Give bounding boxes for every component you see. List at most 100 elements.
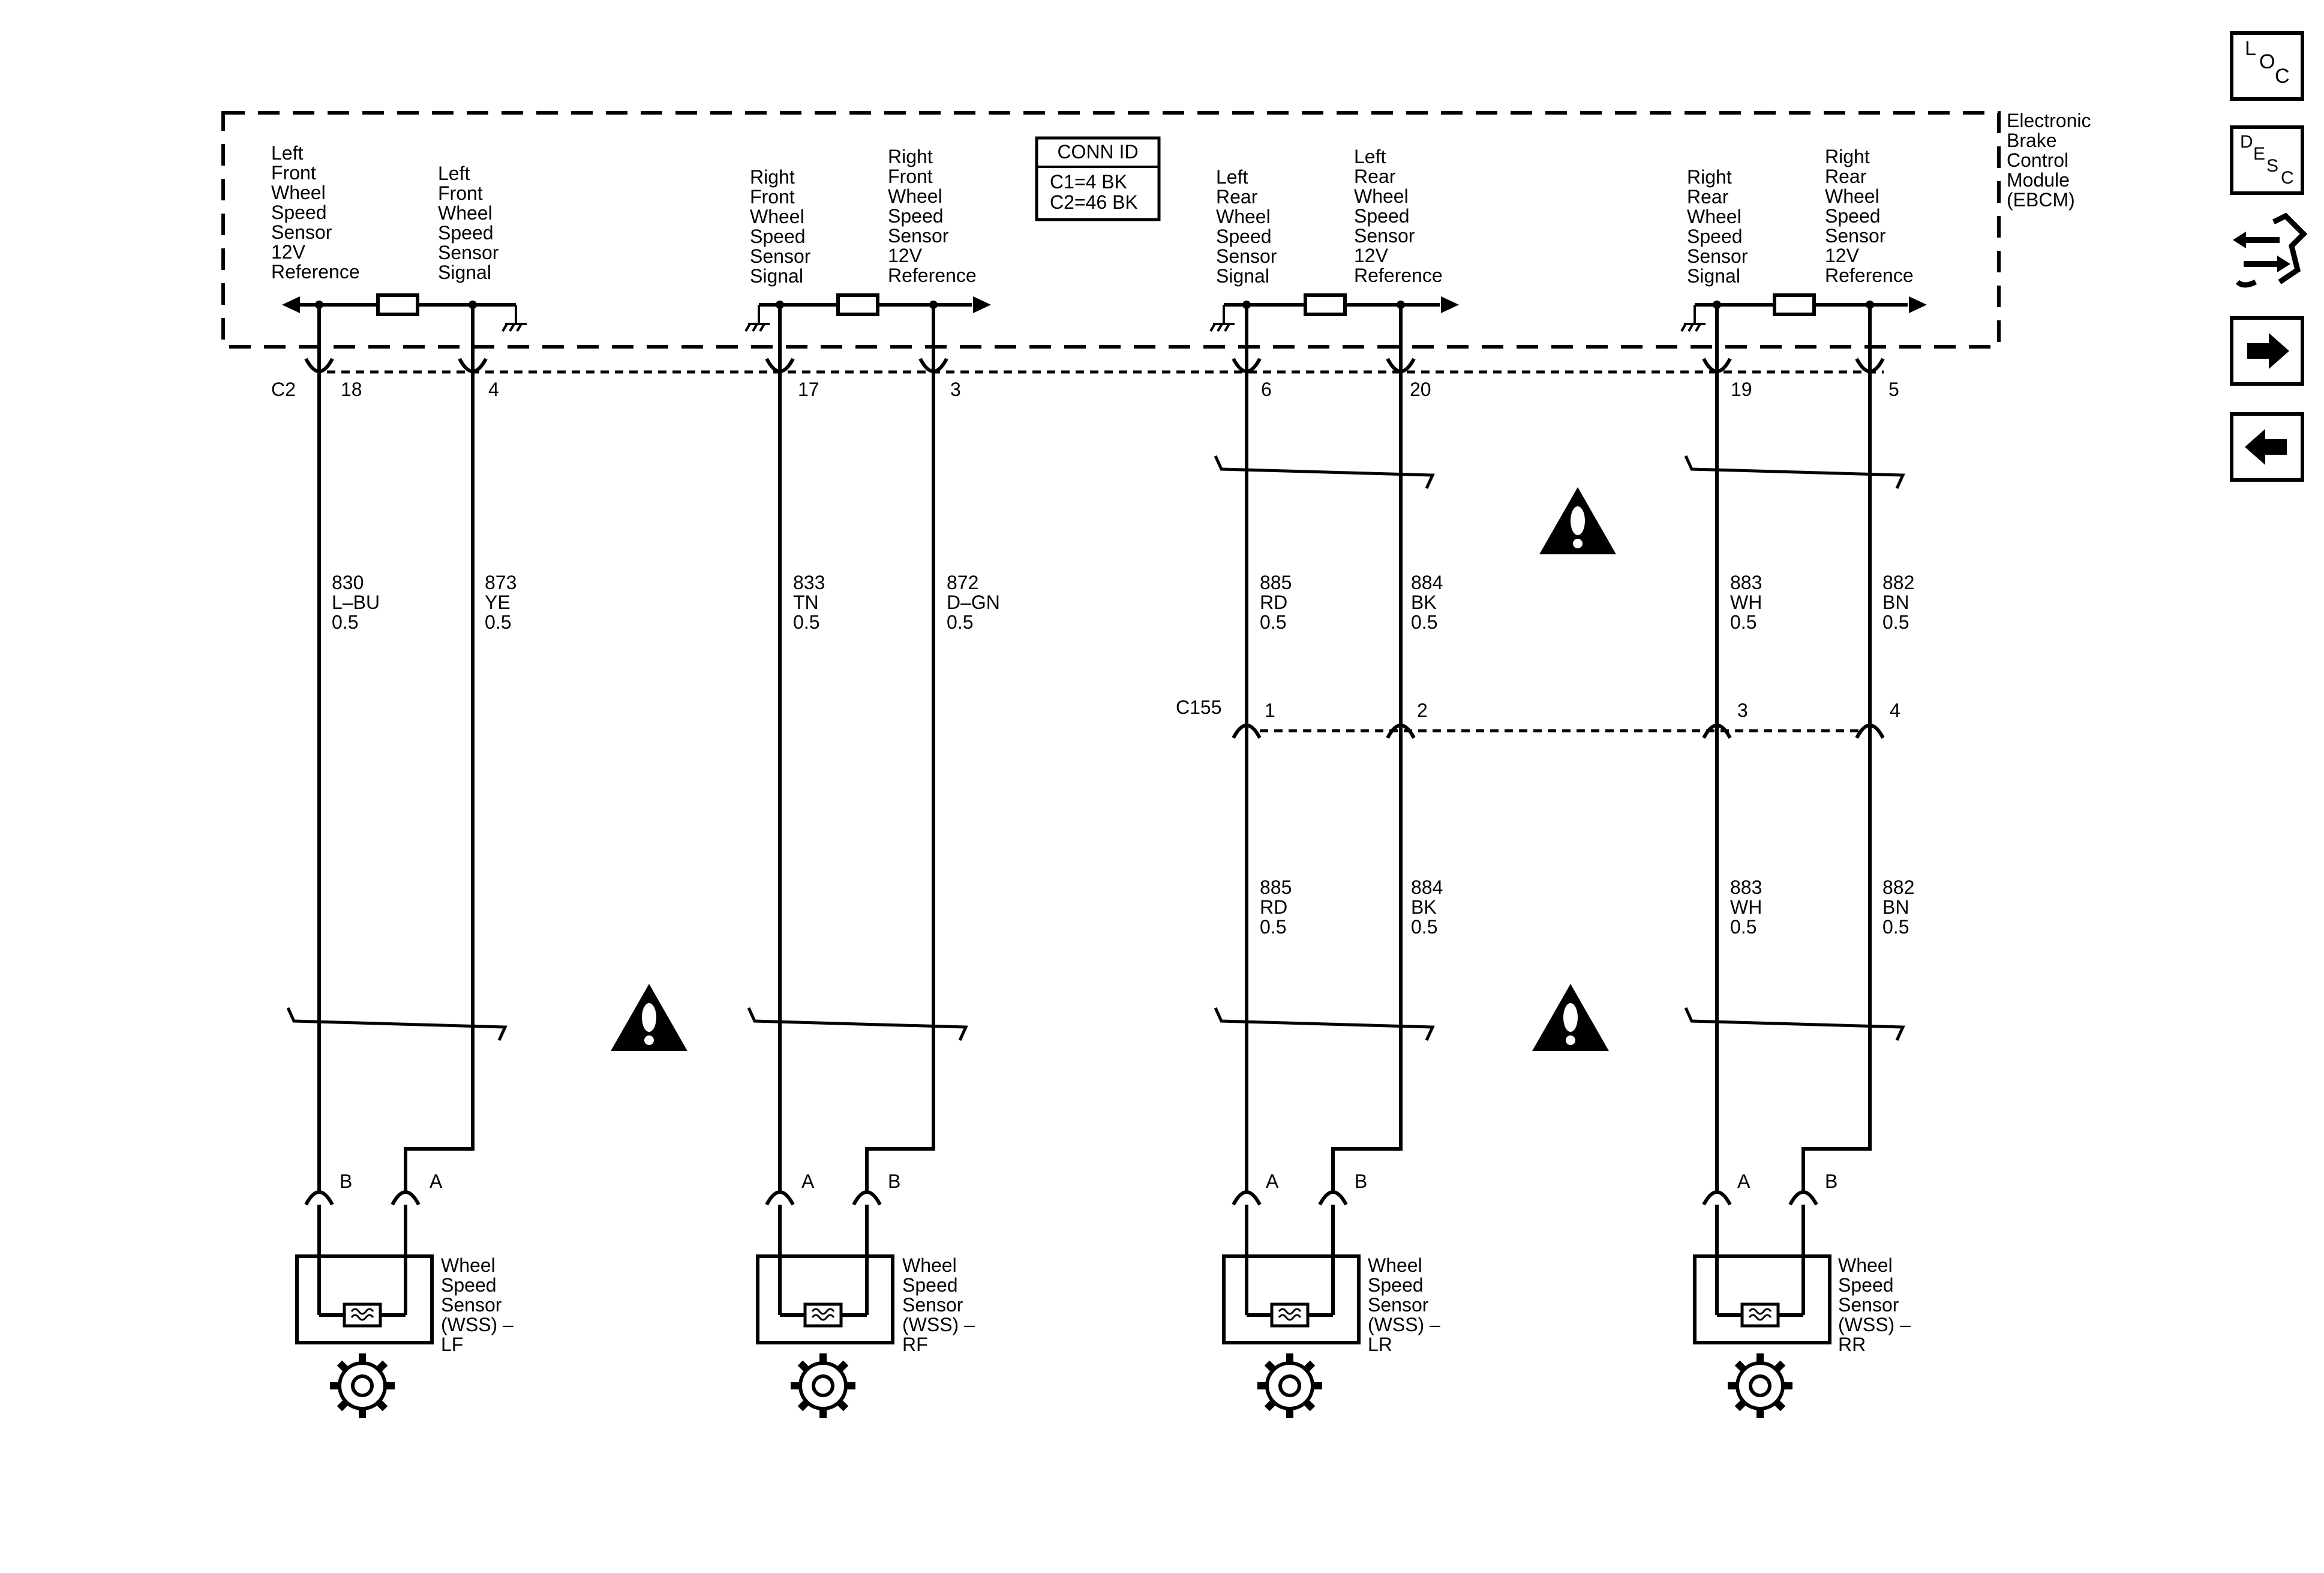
circuit-label-lr-reference: Left Rear Wheel Speed Sensor 12V Referen… <box>1354 146 1443 286</box>
wire-833-label: 833 TN 0.5 <box>793 572 830 633</box>
ground-icon <box>1680 305 1706 332</box>
wire-labels-lower: 885 RD 0.5 884 BK 0.5 883 WH 0.5 882 BN … <box>1260 876 1920 938</box>
wire-882-label-upper: 882 BN 0.5 <box>1882 572 1920 633</box>
circuit-label-rr-signal: Right Rear Wheel Speed Sensor Signal <box>1687 166 1753 287</box>
resistor-lr <box>1304 293 1347 316</box>
conn-id-line-1: C1=4 BK <box>1050 171 1127 193</box>
c2-pin-18: 18 <box>341 379 362 400</box>
c2-pin-4: 4 <box>488 379 499 400</box>
conn-id-box: CONN ID C1=4 BK C2=46 BK <box>1035 136 1161 221</box>
previous-button[interactable] <box>2230 412 2304 482</box>
c2-pin-arcs <box>304 358 1885 373</box>
circuit-label-lr-signal: Left Rear Wheel Speed Sensor Signal <box>1216 166 1282 287</box>
c155-pin-4: 4 <box>1890 700 1900 721</box>
tone-wheels <box>330 1353 1792 1418</box>
sensor-names: Wheel Speed Sensor (WSS) – LF Wheel Spee… <box>441 1254 1916 1355</box>
wire-830-label: 830 L–BU 0.5 <box>332 572 385 633</box>
resistor-rf <box>836 293 879 316</box>
gear-icon <box>1728 1353 1792 1418</box>
circuit-labels: Left Front Wheel Speed Sensor 12V Refere… <box>271 142 1914 287</box>
gear-icon <box>1257 1353 1322 1418</box>
caution-icons <box>611 487 1616 1051</box>
lr-pin-b: B <box>1355 1170 1367 1192</box>
wire-882-label-lower: 882 BN 0.5 <box>1882 876 1920 938</box>
circuit-label-lf-reference: Left Front Wheel Speed Sensor 12V Refere… <box>271 142 360 283</box>
wire-883-label-lower: 883 WH 0.5 <box>1730 876 1767 938</box>
ground-icon <box>744 305 770 332</box>
nav-panel: L O C D E S C <box>2230 31 2308 482</box>
sensor-body-lr <box>1222 1205 1361 1344</box>
sensor-pin-letters: B A A B A B A B <box>340 1170 1837 1192</box>
gear-icon <box>330 1353 395 1418</box>
wire-885-label-lower: 885 RD 0.5 <box>1260 876 1297 938</box>
sensor-body-rf <box>756 1205 894 1344</box>
conn-id-title: CONN ID <box>1057 141 1138 163</box>
circuit-label-rr-reference: Right Rear Wheel Speed Sensor 12V Refere… <box>1825 146 1914 286</box>
c2-pin-19: 19 <box>1731 379 1752 400</box>
connector-c155-label: C155 <box>1176 697 1222 718</box>
desc-icon: D E S C <box>2240 132 2294 188</box>
caution-icon <box>1539 487 1616 554</box>
sensor-body-lf <box>295 1205 434 1344</box>
caution-icon <box>611 984 687 1051</box>
desc-button[interactable]: D E S C <box>2230 125 2304 195</box>
wire-873-label: 873 YE 0.5 <box>485 572 522 633</box>
c155-pin-numbers: 1 2 3 4 <box>1265 700 1900 721</box>
wire-labels-upper: 830 L–BU 0.5 873 YE 0.5 833 TN 0.5 872 D… <box>332 572 1920 633</box>
c155-pin-2: 2 <box>1417 700 1428 721</box>
c155-pin-3: 3 <box>1737 700 1748 721</box>
module-internal-circuits <box>282 293 1927 332</box>
wire-882 <box>1801 305 1872 1191</box>
c2-pin-20: 20 <box>1410 379 1431 400</box>
loc-button[interactable]: L O C <box>2230 31 2304 101</box>
rf-pin-b: B <box>888 1170 900 1192</box>
lf-pin-a: A <box>430 1170 443 1192</box>
lr-pin-a: A <box>1266 1170 1279 1192</box>
c2-pin-3: 3 <box>950 379 961 400</box>
sensor-name-lf: Wheel Speed Sensor (WSS) – LF <box>441 1254 519 1355</box>
sensor-pin-arcs <box>304 1190 1818 1206</box>
rr-pin-b: B <box>1825 1170 1837 1192</box>
loc-icon: L O C <box>2245 37 2290 88</box>
next-button[interactable] <box>2230 316 2304 386</box>
next-arrow-icon <box>2247 333 2289 369</box>
module-name: Electronic Brake Control Module (EBCM) <box>2007 110 2096 211</box>
sensor-name-lr: Wheel Speed Sensor (WSS) – LR <box>1368 1254 1446 1355</box>
previous-arrow-icon <box>2245 429 2287 465</box>
sensor-bodies <box>295 1205 1831 1344</box>
schematic-repair-button[interactable] <box>2233 212 2308 288</box>
schematic-repair-icon <box>2233 212 2308 288</box>
wire-884-label-lower: 884 BK 0.5 <box>1411 876 1448 938</box>
ground-icon <box>502 305 527 332</box>
sensor-name-rr: Wheel Speed Sensor (WSS) – RR <box>1838 1254 1916 1355</box>
arrow-right-icon <box>973 296 991 313</box>
ground-icon <box>1209 305 1235 332</box>
circuit-label-rf-reference: Right Front Wheel Speed Sensor 12V Refer… <box>888 146 977 286</box>
wire-872 <box>865 305 935 1191</box>
resistor-rr <box>1773 293 1816 316</box>
ebcm-module-boundary <box>221 111 2001 349</box>
rr-pin-a: A <box>1737 1170 1750 1192</box>
sensor-name-rf: Wheel Speed Sensor (WSS) – RF <box>902 1254 980 1355</box>
c2-pin-17: 17 <box>798 379 819 400</box>
c2-pin-6: 6 <box>1261 379 1272 400</box>
arrow-right-icon <box>1441 296 1459 313</box>
caution-icon <box>1532 984 1609 1051</box>
conn-id-line-2: C2=46 BK <box>1050 191 1138 213</box>
sensor-body-rr <box>1693 1205 1831 1344</box>
gear-icon <box>791 1353 855 1418</box>
wire-883-label-upper: 883 WH 0.5 <box>1730 572 1767 633</box>
wire-885-label-upper: 885 RD 0.5 <box>1260 572 1297 633</box>
circuit-label-rf-signal: Right Front Wheel Speed Sensor Signal <box>750 166 816 287</box>
wire-873 <box>404 305 475 1191</box>
wire-884 <box>1331 305 1403 1191</box>
c2-pin-numbers: 18 4 17 3 6 20 19 5 <box>341 379 1899 400</box>
lf-pin-b: B <box>340 1170 352 1192</box>
resistor-lf <box>376 293 419 316</box>
c2-pin-5: 5 <box>1888 379 1899 400</box>
circuit-label-lf-signal: Left Front Wheel Speed Sensor Signal <box>438 163 504 283</box>
arrow-right-icon <box>1909 296 1927 313</box>
c155-pin-1: 1 <box>1265 700 1275 721</box>
connector-c2-label: C2 <box>271 379 296 400</box>
